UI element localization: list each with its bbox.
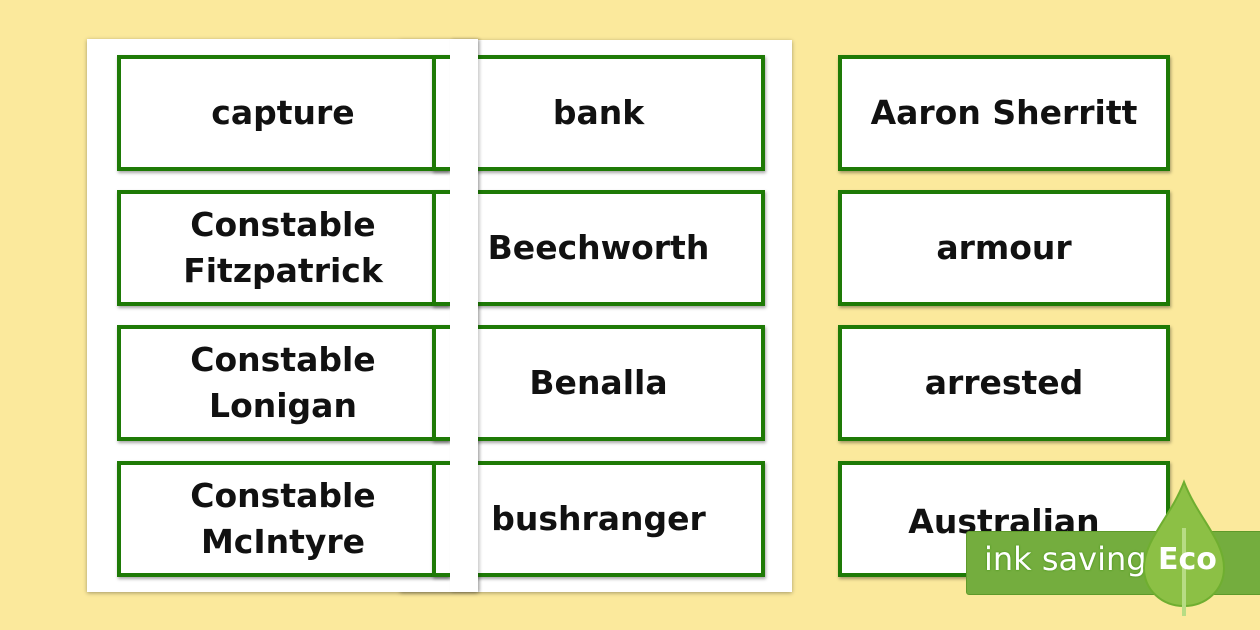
card-word: Benalla: [529, 363, 668, 402]
card-word: Beechworth: [487, 228, 710, 267]
card-word: bushranger: [491, 499, 706, 538]
eco-badge-text: ink saving: [984, 540, 1147, 578]
card-word: armour: [936, 228, 1072, 267]
word-card: capture: [117, 55, 449, 171]
word-card: Benalla: [432, 325, 765, 441]
word-card: Constable Fitzpatrick: [117, 190, 449, 306]
word-card: Constable McIntyre: [117, 461, 449, 577]
card-word: Constable McIntyre: [190, 476, 376, 561]
front-page-overlap: [450, 39, 478, 592]
eco-badge-label: Eco: [1158, 542, 1217, 577]
card-word: arrested: [924, 363, 1084, 402]
word-card: bushranger: [432, 461, 765, 577]
card-word: bank: [552, 93, 645, 132]
card-word: Constable Lonigan: [190, 340, 376, 425]
leaf-icon: [1142, 479, 1226, 616]
card-word: Aaron Sherritt: [870, 93, 1138, 132]
word-card: arrested: [838, 325, 1170, 441]
word-card: Constable Lonigan: [117, 325, 449, 441]
card-word: Constable Fitzpatrick: [183, 205, 383, 290]
card-word: capture: [211, 93, 355, 132]
word-card: armour: [838, 190, 1170, 306]
word-card: Aaron Sherritt: [838, 55, 1170, 171]
word-card: Beechworth: [432, 190, 765, 306]
word-card: bank: [432, 55, 765, 171]
